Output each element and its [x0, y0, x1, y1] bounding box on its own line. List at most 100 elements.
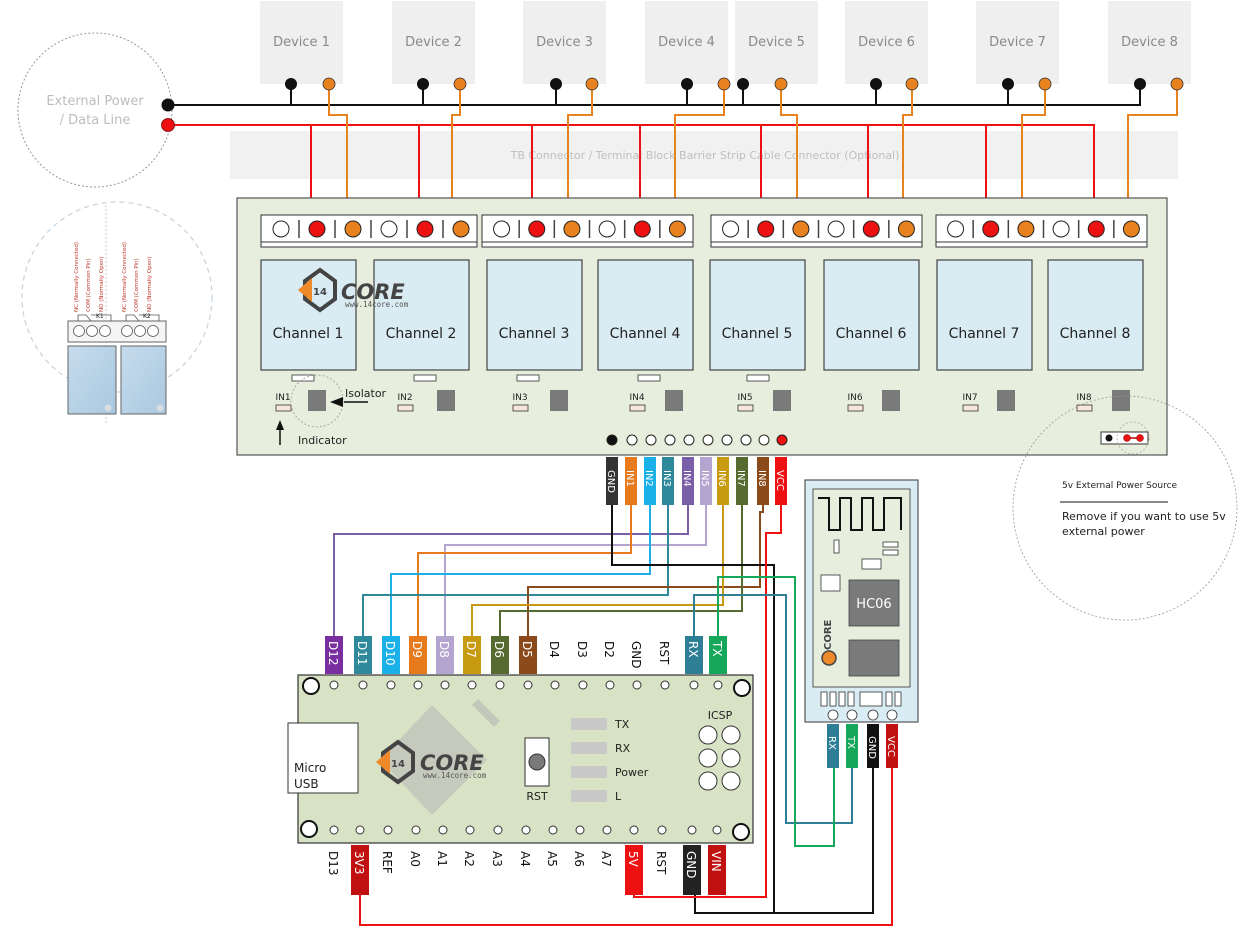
- jumper-callout-circle: [1116, 421, 1150, 455]
- hc06-pad: [885, 691, 893, 707]
- device-box: [260, 1, 343, 84]
- input-2: IN2: [397, 374, 455, 412]
- device-ground-terminal: [550, 78, 562, 90]
- pin-label: IN6: [716, 470, 727, 487]
- optocoupler-isolator: [997, 390, 1015, 411]
- header-hole: [758, 434, 770, 446]
- optocoupler-isolator: [308, 390, 326, 411]
- hc06-pad: [838, 691, 846, 707]
- wire-rx-bttx: [693, 594, 853, 824]
- terminal-screw: [757, 220, 775, 238]
- header-hole: [602, 825, 612, 835]
- power-note-body-2: external power: [1062, 525, 1145, 538]
- device-signal-terminal: [717, 77, 731, 91]
- relay-k2-dot: [156, 404, 164, 412]
- pin-label: A5: [545, 851, 559, 867]
- wire-in6-d7: [471, 505, 724, 640]
- mounting-hole: [300, 820, 318, 838]
- relay-detail-hole: [121, 325, 133, 337]
- relay-pin-label: NC (Normally Connected): [74, 242, 80, 312]
- arduino-pin-bottom-5v: 5V: [625, 845, 643, 895]
- pin-tab: [463, 636, 481, 674]
- terminal-screw: [827, 220, 845, 238]
- relay-body: [373, 259, 470, 371]
- terminal-block-3: [710, 214, 923, 248]
- indicator-arrow-icon: [276, 420, 284, 430]
- status-led: [571, 766, 607, 778]
- header-hole: [683, 434, 695, 446]
- header-hole: [740, 434, 752, 446]
- arduino-pin-bottom-3v3: 3V3: [351, 845, 369, 895]
- pin-label: RX: [826, 736, 837, 750]
- relay-body: [1047, 259, 1144, 371]
- smd-resistor: [637, 374, 661, 382]
- indicator-led: [275, 404, 292, 412]
- pin-tab: [519, 636, 537, 674]
- arduino-pin-bottom-a4: A4: [518, 851, 532, 867]
- relay-detail-callout: NC (Normally Connected)COM (Common Pin)N…: [21, 201, 213, 425]
- pin-label: D2: [602, 641, 616, 658]
- relay-channel-4: Channel 4: [597, 259, 694, 371]
- input-1: IN1: [275, 374, 326, 412]
- terminal-screw: [1017, 220, 1035, 238]
- device-ground-terminal: [417, 78, 429, 90]
- header-hole: [713, 680, 723, 690]
- relay-load-wire: [902, 84, 913, 229]
- jumper-pin-1: [1123, 434, 1131, 442]
- channel-label: Channel 4: [610, 326, 681, 342]
- led-label: RX: [615, 742, 631, 755]
- device-1: Device 1: [260, 1, 343, 84]
- micro-usb-port[interactable]: [287, 722, 359, 794]
- terminal-screw: [1087, 220, 1105, 238]
- header-hole: [413, 680, 423, 690]
- pin-tab: [685, 636, 703, 674]
- header-hole: [605, 680, 615, 690]
- pin-tab: [867, 724, 879, 768]
- relay-header-pin-vcc: VCC: [774, 457, 787, 505]
- terminal-screw: [897, 220, 915, 238]
- channel-label: Channel 1: [273, 326, 344, 342]
- relay-header-pin-in2: IN2: [643, 457, 656, 505]
- hc06-component: [882, 549, 899, 556]
- relay-load-wire: [674, 84, 725, 229]
- header-hole: [721, 434, 733, 446]
- device-box: [845, 1, 928, 84]
- arduino-logo-text: CORE: [420, 751, 484, 775]
- arduino-pin-bottom-a7: A7: [599, 851, 613, 867]
- terminal-screw: [272, 220, 290, 238]
- device-4: Device 4: [645, 1, 728, 84]
- micro-usb-label-2: USB: [294, 777, 319, 791]
- input-label: IN8: [1076, 393, 1091, 403]
- hc06-component: [861, 558, 882, 570]
- device-2: Device 2: [392, 1, 475, 84]
- terminal-screw: [1122, 220, 1140, 238]
- arduino-pin-top-d3: D3: [575, 641, 589, 658]
- arduino-pin-top-d7: D7: [463, 636, 481, 674]
- pin-tab: [886, 724, 898, 768]
- arduino-pin-bottom-a5: A5: [545, 851, 559, 867]
- external-power-label: External Power: [46, 94, 144, 109]
- terminal-screw: [493, 220, 511, 238]
- relay-board-logo: 14 CORE www.14core.com: [298, 267, 409, 313]
- relay-k1-dot: [104, 404, 112, 412]
- pin-tab: [325, 636, 343, 674]
- power-jumper[interactable]: [1100, 421, 1150, 455]
- logo-orange-icon: [376, 750, 390, 774]
- pin-tab: [662, 457, 674, 505]
- header-hole: [689, 680, 699, 690]
- hc06-pad: [820, 691, 828, 707]
- terminal-screw: [722, 220, 740, 238]
- hc06-hole: [846, 709, 858, 721]
- logo-core-text: CORE: [341, 280, 405, 304]
- tb-connector-label: TB Connector / Terminal Block Barrier St…: [510, 149, 900, 162]
- pin-tab: [354, 636, 372, 674]
- arduino-pin-bottom-a1: A1: [435, 851, 449, 867]
- pin-label: GND: [684, 851, 698, 879]
- arduino-pin-bottom-a2: A2: [462, 851, 476, 867]
- optocoupler-isolator: [882, 390, 900, 411]
- device-ground-terminal: [870, 78, 882, 90]
- reset-button[interactable]: [528, 753, 546, 771]
- power-note-circle: [1012, 395, 1238, 621]
- arduino-pin-top-d4: D4: [547, 641, 561, 658]
- input-3: IN3: [512, 374, 568, 412]
